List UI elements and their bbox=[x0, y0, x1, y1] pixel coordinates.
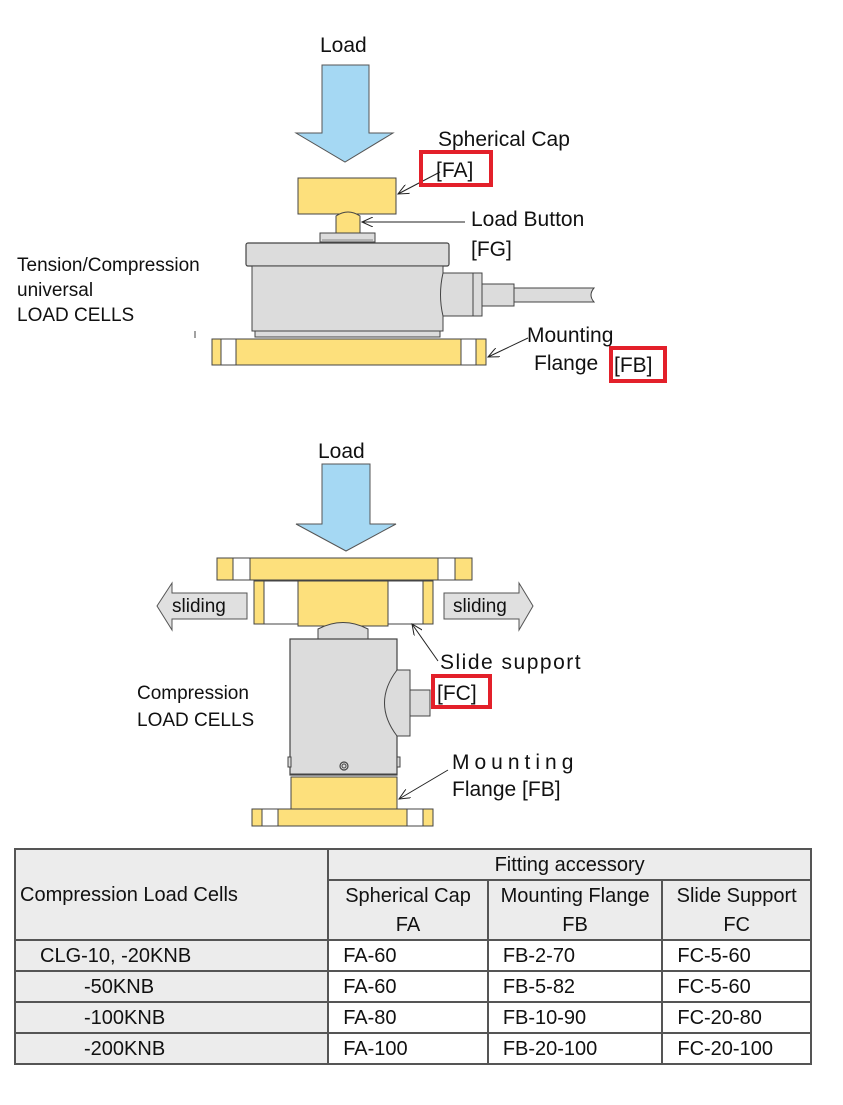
fa-highlight-box bbox=[419, 150, 493, 187]
spherical-cap-label: Spherical Cap bbox=[438, 128, 570, 151]
bottom-diagram: Load sliding sliding bbox=[137, 440, 582, 827]
fa-cell: FA-60 bbox=[327, 939, 489, 972]
top-cell-type-line-2: universal bbox=[17, 280, 93, 301]
top-load-arrow-icon bbox=[294, 64, 395, 163]
fc-cell: FC-5-60 bbox=[661, 970, 812, 1003]
sliding-left-label: sliding bbox=[172, 596, 226, 617]
fa-cell: FA-80 bbox=[327, 1001, 489, 1034]
bottom-cell-type-line-2: LOAD CELLS bbox=[137, 710, 254, 731]
bottom-mounting-flange-plate bbox=[251, 808, 434, 827]
row-header-compression-load-cells: Compression Load Cells bbox=[13, 848, 330, 941]
slide-support-label: Slide support bbox=[440, 651, 582, 674]
column-code-fa: FA bbox=[327, 910, 489, 941]
bottom-mounting-flange-block bbox=[290, 776, 398, 810]
bottom-cell-type-line-1: Compression bbox=[137, 683, 249, 704]
top-load-label: Load bbox=[320, 34, 367, 57]
top-diagram: Load Spherical Cap [FA] Load Button [FG bbox=[17, 34, 667, 383]
fb-cell: FB-5-82 bbox=[486, 970, 664, 1003]
spherical-cap-code: [FA] bbox=[436, 159, 473, 182]
fc-highlight-box bbox=[431, 674, 492, 709]
model-cell: -200KNB bbox=[13, 1032, 330, 1065]
column-header-spherical-cap: Spherical Cap bbox=[327, 879, 489, 910]
load-button-code: [FG] bbox=[471, 238, 512, 261]
group-header-fitting-accessory: Fitting accessory bbox=[327, 848, 812, 881]
sliding-right-label: sliding bbox=[453, 596, 507, 617]
compression-cell-connector bbox=[384, 669, 411, 737]
top-mounting-label-2: Flange bbox=[534, 352, 598, 375]
top-cell-type-line-1: Tension/Compression bbox=[17, 255, 200, 276]
column-code-fb: FB bbox=[486, 910, 664, 941]
load-button-part bbox=[335, 211, 361, 235]
model-cell: -50KNB bbox=[13, 970, 330, 1003]
column-code-fc: FC bbox=[661, 910, 812, 941]
top-cell-lid bbox=[245, 242, 450, 267]
cable bbox=[513, 287, 596, 303]
top-cell-body bbox=[251, 265, 444, 332]
fa-cell: FA-60 bbox=[327, 970, 489, 1003]
bottom-mounting-label-2: Flange [FB] bbox=[452, 778, 561, 801]
load-cell-diagrams: Load Spherical Cap [FA] Load Button [FG bbox=[17, 34, 667, 827]
fc-cell: FC-5-60 bbox=[661, 939, 812, 972]
fc-cell: FC-20-80 bbox=[661, 1001, 812, 1034]
bottom-mounting-label-1: Mounting bbox=[452, 751, 578, 774]
fb-cell: FB-2-70 bbox=[486, 939, 664, 972]
model-cell: CLG-10, -20KNB bbox=[13, 939, 330, 972]
slide-support-code: [FC] bbox=[437, 682, 477, 705]
fb-cell: FB-10-90 bbox=[486, 1001, 664, 1034]
sliding-left-arrow-icon bbox=[156, 581, 248, 632]
column-header-mounting-flange: Mounting Flange bbox=[486, 879, 664, 910]
table-row: -100KNB FA-80 FB-10-90 FC-20-80 bbox=[13, 1001, 812, 1034]
table-header-row-3: FA FB FC bbox=[15, 910, 812, 941]
slide-support-center-block bbox=[297, 580, 389, 627]
fc-cell: FC-20-100 bbox=[661, 1032, 812, 1065]
load-button-base bbox=[319, 232, 376, 243]
model-cell: -100KNB bbox=[13, 1001, 330, 1034]
table-row: -200KNB FA-100 FB-20-100 FC-20-100 bbox=[13, 1032, 812, 1065]
spherical-cap-part bbox=[297, 177, 397, 215]
fitting-accessory-table: Compression Load Cells Fitting accessory… bbox=[13, 848, 812, 1065]
top-mounting-flange-part bbox=[211, 338, 487, 366]
top-mounting-label-1: Mounting bbox=[527, 324, 613, 347]
load-button-label: Load Button bbox=[471, 208, 584, 231]
table-row: CLG-10, -20KNB FA-60 FB-2-70 FC-5-60 bbox=[13, 939, 812, 972]
column-header-slide-support: Slide Support bbox=[661, 879, 812, 910]
fb-highlight-box bbox=[609, 346, 667, 383]
top-cell-type-line-3: LOAD CELLS bbox=[17, 305, 134, 326]
slide-support-top-plate bbox=[216, 557, 473, 581]
bottom-load-arrow-icon bbox=[295, 463, 397, 552]
table-header-row-1: Compression Load Cells Fitting accessory bbox=[13, 848, 812, 941]
table-header-row-2: Spherical Cap Mounting Flange Slide Supp… bbox=[15, 879, 812, 910]
top-mounting-code: [FB] bbox=[614, 354, 653, 377]
compression-cell-body bbox=[289, 638, 398, 776]
sliding-right-arrow-icon bbox=[443, 581, 534, 632]
table-row: -50KNB FA-60 FB-5-82 FC-5-60 bbox=[13, 970, 812, 1003]
bottom-load-label: Load bbox=[318, 440, 365, 463]
fa-cell: FA-100 bbox=[327, 1032, 489, 1065]
fb-cell: FB-20-100 bbox=[486, 1032, 664, 1065]
